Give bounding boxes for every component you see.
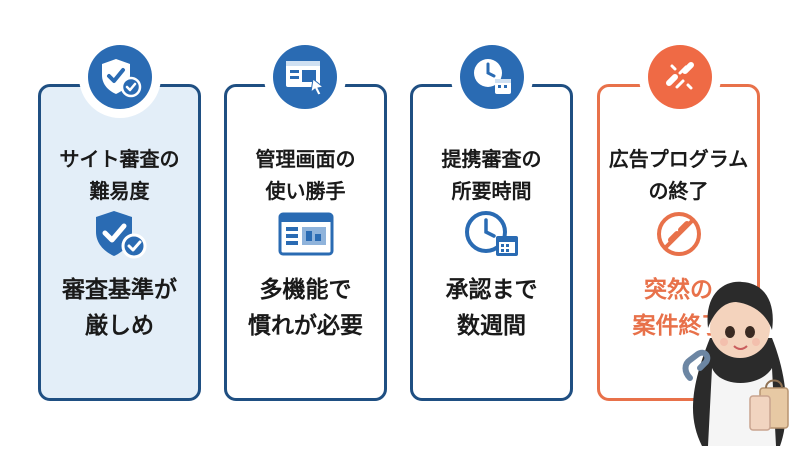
card-partner-review: 提携審査の 所要時間 承認まで 数週間 bbox=[410, 84, 573, 401]
card-title-line1: 提携審査の bbox=[441, 147, 542, 171]
woman-with-shopping-bag-illustration bbox=[680, 268, 800, 446]
card-title: 広告プログラム の終了 bbox=[600, 143, 757, 207]
card-body-line1: 多機能で bbox=[259, 277, 352, 303]
broken-link-icon bbox=[647, 208, 711, 260]
card-title-line1: 広告プログラム bbox=[608, 147, 749, 171]
card-admin-panel: 管理画面の 使い勝手 多機能で 慣れが必要 bbox=[224, 84, 387, 401]
card-title: サイト審査の 難易度 bbox=[41, 143, 198, 207]
card-body: 多機能で 慣れが必要 bbox=[227, 272, 384, 344]
card-body-line1: 突然の bbox=[644, 277, 713, 303]
card-body: 審査基準が 厳しめ bbox=[41, 272, 198, 344]
card-title: 提携審査の 所要時間 bbox=[413, 143, 570, 207]
card-title-line2: 難易度 bbox=[89, 179, 150, 203]
card-body-line2: 厳しめ bbox=[85, 313, 154, 339]
card-body-line1: 審査基準が bbox=[62, 277, 177, 303]
card-title: 管理画面の 使い勝手 bbox=[227, 143, 384, 207]
clock-calendar-icon bbox=[460, 208, 524, 260]
card-body: 承認まで 数週間 bbox=[413, 272, 570, 344]
admin-dashboard-icon bbox=[274, 208, 338, 260]
card-site-review: サイト審査の 難易度 審査基準が 厳しめ bbox=[38, 84, 201, 401]
shield-check-icon bbox=[88, 208, 152, 260]
card-body-line2: 慣れが必要 bbox=[248, 313, 363, 339]
card-title-line2: の終了 bbox=[648, 179, 709, 203]
card-body-line2: 数週間 bbox=[457, 313, 526, 339]
clock-calendar-icon bbox=[451, 36, 533, 118]
card-title-line1: 管理画面の bbox=[255, 147, 356, 171]
card-title-line1: サイト審査の bbox=[59, 147, 180, 171]
card-title-line2: 所要時間 bbox=[451, 179, 532, 203]
card-title-line2: 使い勝手 bbox=[265, 179, 346, 203]
card-body-line1: 承認まで bbox=[445, 277, 538, 303]
shield-check-icon bbox=[79, 36, 161, 118]
admin-dashboard-icon bbox=[264, 36, 346, 118]
broken-link-icon bbox=[639, 36, 721, 118]
